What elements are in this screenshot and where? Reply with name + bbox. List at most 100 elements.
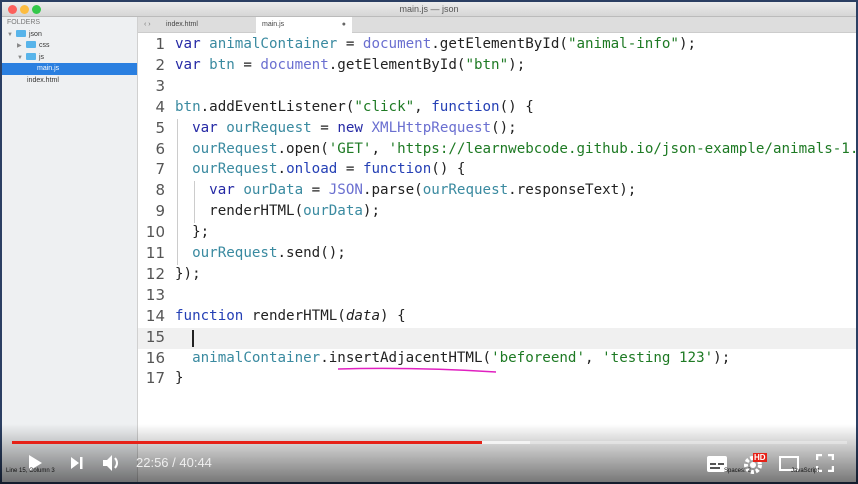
player-controls-gradient xyxy=(0,424,858,484)
sidebar-item-json[interactable]: ▼json xyxy=(2,29,137,41)
annotation-underline xyxy=(336,365,506,381)
volume-icon[interactable] xyxy=(102,453,122,473)
line-number: 6 xyxy=(155,139,165,158)
code-line[interactable] xyxy=(175,329,192,345)
code-line[interactable]: }; xyxy=(175,224,209,240)
line-number: 7 xyxy=(155,160,165,179)
window-title: main.js — json xyxy=(399,4,459,14)
folder-icon xyxy=(16,29,26,37)
code-token: renderHTML( xyxy=(243,307,346,324)
code-token: XMLHttpRequest xyxy=(371,119,492,136)
code-line[interactable]: ourRequest.onload = function() { xyxy=(175,161,465,177)
code-token: .insertAdjacentHTML( xyxy=(320,349,492,366)
zoom-window-button[interactable] xyxy=(32,5,41,14)
code-line[interactable]: var ourRequest = new XMLHttpRequest(); xyxy=(175,120,517,136)
code-line[interactable]: ourRequest.send(); xyxy=(175,245,346,261)
line-number: 16 xyxy=(145,348,165,367)
code-token: animalContainer xyxy=(209,36,338,52)
line-number: 2 xyxy=(155,55,165,74)
code-line[interactable]: ourRequest.open('GET', 'https://learnweb… xyxy=(175,141,856,157)
code-token: renderHTML( xyxy=(175,203,304,220)
code-line[interactable]: } xyxy=(175,370,184,386)
line-number: 12 xyxy=(145,264,165,283)
tab-nav-arrows[interactable]: ‹ › xyxy=(144,21,151,28)
next-icon[interactable] xyxy=(70,456,84,470)
code-token: , xyxy=(585,349,603,366)
code-token: ourRequest xyxy=(192,245,278,261)
folder-icon xyxy=(26,52,36,60)
disclosure-closed-icon[interactable]: ▶ xyxy=(17,43,22,49)
code-token xyxy=(201,57,210,73)
line-number: 8 xyxy=(155,181,165,200)
played-bar xyxy=(12,441,483,444)
code-token: (); xyxy=(491,119,517,136)
line-number: 10 xyxy=(145,223,165,242)
tab-index-html[interactable]: index.html xyxy=(160,17,254,33)
line-number: 3 xyxy=(155,76,165,95)
code-token: ) { xyxy=(380,307,406,324)
code-token: ); xyxy=(362,203,381,220)
sidebar-item-index-html[interactable]: index.html xyxy=(2,75,137,87)
code-token: .addEventListener( xyxy=(200,98,355,115)
line-number: 1 xyxy=(155,35,165,53)
title-bar: main.js — json xyxy=(2,2,856,17)
line-number: 15 xyxy=(145,327,165,346)
sidebar-item-label: main.js xyxy=(37,65,60,72)
code-token: ourData xyxy=(243,182,304,199)
status-spaces[interactable]: Spaces: 2 xyxy=(724,468,751,474)
code-token: ourRequest xyxy=(192,161,278,178)
fullscreen-icon[interactable] xyxy=(816,454,834,472)
tab-label: index.html xyxy=(166,21,198,28)
code-token: , xyxy=(414,98,432,115)
code-token xyxy=(175,329,192,345)
code-line[interactable]: var ourData = JSON.parse(ourRequest.resp… xyxy=(175,182,636,198)
tab-main-js[interactable]: main.js ● xyxy=(256,17,352,33)
code-token: "animal-info" xyxy=(567,36,679,52)
sidebar-item-main-js[interactable]: main.js xyxy=(2,63,137,75)
code-token: ); xyxy=(713,349,731,366)
line-number: 13 xyxy=(145,285,165,304)
disclosure-open-icon[interactable]: ▼ xyxy=(17,54,23,61)
sidebar-item-js[interactable]: ▼js xyxy=(2,52,137,64)
code-line[interactable]: var btn = document.getElementById("btn")… xyxy=(175,57,525,73)
code-token: btn xyxy=(209,56,235,73)
code-token: } xyxy=(175,370,184,387)
code-line[interactable]: var animalContainer = document.getElemen… xyxy=(175,36,696,52)
code-token: .responseText); xyxy=(508,182,637,199)
sidebar-item-label: index.html xyxy=(27,76,59,84)
status-syntax[interactable]: JavaScript xyxy=(791,468,820,474)
sidebar-item-css[interactable]: ▶ css xyxy=(2,40,137,52)
code-token: .send(); xyxy=(277,245,346,261)
code-token: JSON xyxy=(328,182,363,199)
modified-dot-icon[interactable]: ● xyxy=(341,21,346,28)
line-number: 17 xyxy=(145,369,165,388)
code-token: function xyxy=(431,98,500,115)
play-icon[interactable] xyxy=(27,454,43,472)
progress-bar[interactable] xyxy=(12,441,847,444)
subtitles-icon[interactable] xyxy=(707,456,727,472)
code-line[interactable]: animalContainer.insertAdjacentHTML('befo… xyxy=(175,350,730,366)
sidebar-item-label: css xyxy=(39,42,50,49)
code-token xyxy=(218,120,227,136)
code-token: var xyxy=(175,36,201,52)
close-window-button[interactable] xyxy=(8,5,17,14)
tab-label: main.js xyxy=(262,21,285,28)
indent-guide xyxy=(177,118,178,265)
minimize-window-button[interactable] xyxy=(20,5,29,14)
code-line[interactable]: function renderHTML(data) { xyxy=(175,308,406,324)
code-token: "btn" xyxy=(465,56,509,73)
code-line[interactable]: btn.addEventListener("click", function()… xyxy=(175,99,534,115)
disclosure-open-icon[interactable]: ▼ xyxy=(7,31,13,38)
code-line[interactable]: }); xyxy=(175,266,201,282)
code-token xyxy=(175,182,209,198)
code-line[interactable]: renderHTML(ourData); xyxy=(175,203,380,219)
code-token: () { xyxy=(431,161,466,178)
code-token: .getElementById( xyxy=(328,56,466,73)
code-token: . xyxy=(277,161,287,178)
code-token: ); xyxy=(678,36,697,52)
tab-bar: ‹ › index.html main.js ● xyxy=(138,17,856,33)
theater-mode-icon[interactable] xyxy=(779,456,799,471)
code-token: = xyxy=(337,36,363,52)
code-editor[interactable]: 1 var animalContainer = document.getEleme… xyxy=(138,33,856,482)
code-token: .open( xyxy=(277,140,329,157)
